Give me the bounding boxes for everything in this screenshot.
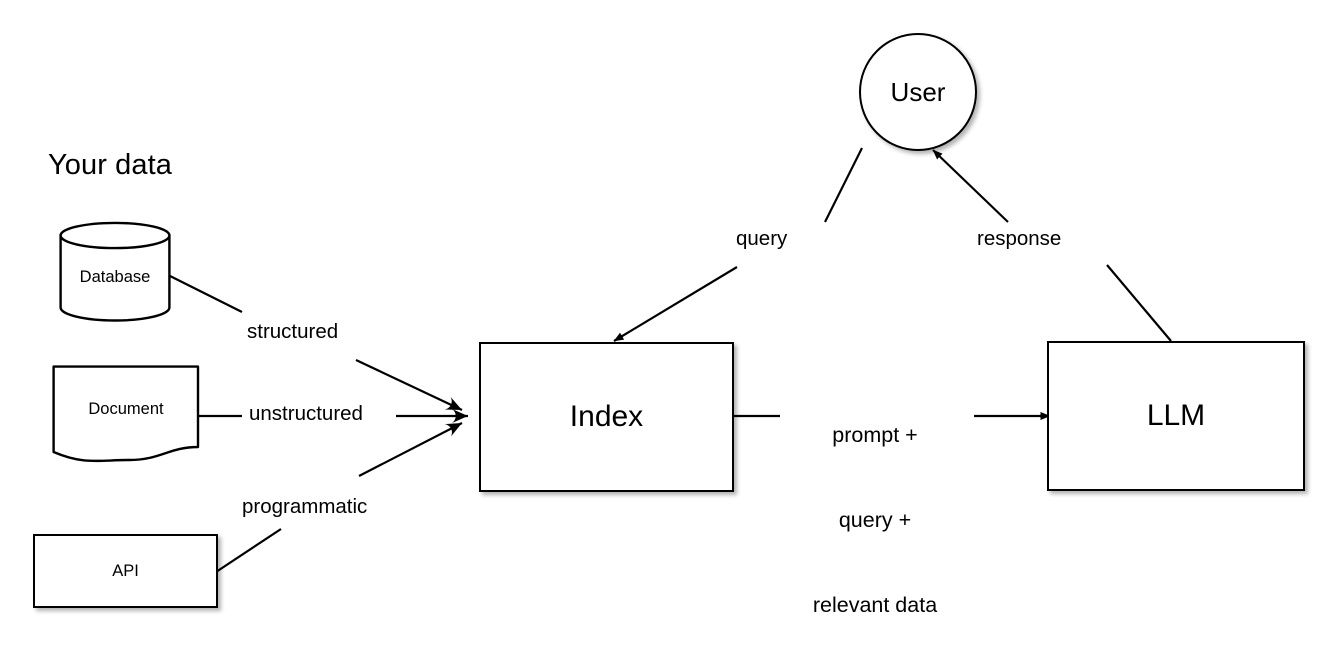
edge-user-to-query-label [824,147,863,223]
prompt-line-1: prompt + [832,422,918,447]
edge-label-structured: structured [247,320,339,343]
node-api[interactable]: API [33,534,218,608]
node-llm-label: LLM [1146,399,1206,432]
edge-llm-to-response-label [1106,264,1172,342]
cylinder-shape [59,221,171,322]
edge-label-response: response [977,227,1062,250]
prompt-line-2: query + [838,507,912,532]
edge-structured-tail [355,359,463,411]
edge-label-programmatic: programmatic [242,495,368,518]
node-user-label: User [890,76,946,107]
edge-label-prompt-query-relevant-data: prompt + query + relevant data [779,364,971,650]
document-shape [52,365,200,463]
edge-label-unstructured: unstructured [249,402,363,425]
edge-query-to-index [613,266,738,342]
edge-api-to-index [215,528,282,573]
node-database[interactable]: Database [58,221,172,322]
node-index[interactable]: Index [479,342,734,492]
page-title: Your data [48,149,172,181]
node-document[interactable]: Document [51,364,201,468]
edge-programmatic-tail [358,422,463,477]
edge-label-query: query [736,227,788,250]
prompt-line-3: relevant data [812,593,938,617]
node-llm[interactable]: LLM [1047,341,1305,491]
node-index-label: Index [569,400,644,433]
node-user[interactable]: User [859,33,977,151]
node-document-label: Document [88,399,164,418]
node-database-label: Database [79,268,151,286]
edge-database-to-index [163,272,243,313]
edge-response-to-user [932,149,1009,223]
node-api-label: API [112,561,139,580]
